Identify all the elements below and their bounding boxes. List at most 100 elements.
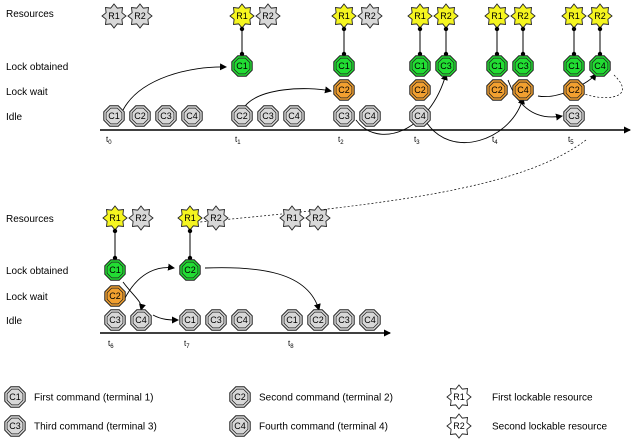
row-label-lock-wait-top: Lock wait — [6, 87, 48, 98]
command-c3-obtained-t4: C3 — [512, 55, 534, 77]
command-c2-idle-t8-label: C2 — [312, 315, 324, 325]
resource-r2-t8-label: R2 — [312, 213, 324, 223]
resource-r1-t2-label: R1 — [338, 11, 350, 21]
lock-link-t6-0-dot-end — [112, 255, 118, 261]
resource-r1-t3: R1 — [407, 3, 433, 29]
resource-r2-t0: R2 — [127, 3, 153, 29]
command-c2-obtained-t7-label: C2 — [184, 265, 196, 275]
resource-r2-t6-label: R2 — [135, 213, 147, 223]
command-c3-idle-t6-label: C3 — [109, 315, 121, 325]
transition-arrow-c3-release — [507, 79, 563, 121]
time-label-t0: t0 — [106, 135, 112, 146]
command-c3-idle-t0: C3 — [155, 105, 177, 127]
legend-r1-icon: R1 — [446, 384, 472, 410]
lock-link-t3-1-dot — [443, 26, 449, 32]
command-c3-obtained-t3: C3 — [435, 55, 457, 77]
resource-r1-t3-label: R1 — [414, 11, 426, 21]
command-c3-obtained-t4-label: C3 — [517, 61, 529, 71]
legend-c3-icon-label: C3 — [9, 421, 21, 431]
lock-link-t2-0-dot-end — [341, 51, 347, 57]
lock-link-t5-1-dot-end — [597, 51, 603, 57]
lock-link-t3-0-dot — [417, 26, 423, 32]
time-label-t7: t7 — [184, 339, 190, 350]
command-c4-idle-t1: C4 — [283, 105, 305, 127]
command-c1-idle-t7-label: C1 — [184, 315, 196, 325]
command-c1-obtained-t1-label: C1 — [236, 61, 248, 71]
lock-link-t5-0-dot — [571, 26, 577, 32]
resource-r2-t3: R2 — [433, 3, 459, 29]
legend-c3-text: Third command (terminal 3) — [34, 422, 157, 433]
command-c2-wait-t4-label: C2 — [491, 85, 503, 95]
resource-r2-t5: R2 — [587, 3, 613, 29]
command-c2-obtained-t7: C2 — [179, 259, 201, 281]
resource-r1-t5-label: R1 — [568, 11, 580, 21]
time-label-t5: t5 — [568, 135, 574, 146]
command-c3-idle-t1: C3 — [257, 105, 279, 127]
row-label-lock-obtained-top: Lock obtained — [6, 62, 68, 73]
command-c1-idle-t8: C1 — [281, 309, 303, 331]
transition-arrow-c4-wait — [424, 97, 525, 144]
legend-c2-text: Second command (terminal 2) — [259, 393, 393, 404]
command-c3-idle-t7: C3 — [205, 309, 227, 331]
lock-link-t6-0-dot — [112, 228, 118, 234]
lock-link-t1-0-dot-end — [239, 51, 245, 57]
transition-arrow-c2-acquire — [124, 263, 175, 299]
command-c2-wait-t5: C2 — [563, 79, 585, 101]
time-label-t3: t3 — [414, 135, 420, 146]
command-c4-idle-t0: C4 — [181, 105, 203, 127]
command-c2-wait-t6: C2 — [104, 285, 126, 307]
resource-r2-t2-label: R2 — [364, 11, 376, 21]
legend-c4-icon: C4 — [229, 415, 251, 437]
resource-r1-t7-label: R1 — [184, 213, 196, 223]
transition-arrow-c2-release — [204, 267, 321, 311]
row-label-resources-bottom: Resources — [6, 214, 54, 225]
command-c2-idle-t1: C2 — [231, 105, 253, 127]
command-c2-idle-t8: C2 — [307, 309, 329, 331]
command-c2-wait-t2: C2 — [333, 79, 355, 101]
command-c4-wait-t4: C4 — [512, 79, 534, 101]
resource-r1-t1: R1 — [229, 3, 255, 29]
row-label-resources-top: Resources — [6, 9, 54, 20]
legend-r1-icon-label: R1 — [453, 392, 465, 402]
command-c3-idle-t7-label: C3 — [210, 315, 222, 325]
command-c4-idle-t2-label: C4 — [364, 111, 376, 121]
command-c3-idle-t5: C3 — [563, 105, 585, 127]
lock-link-t1-0-dot — [239, 26, 245, 32]
resource-r1-t0-label: R1 — [108, 11, 120, 21]
lock-link-t5-1-dot — [597, 26, 603, 32]
command-c4-idle-t8: C4 — [359, 309, 381, 331]
legend-c1-text: First command (terminal 1) — [34, 393, 153, 404]
command-c2-wait-t6-label: C2 — [109, 291, 121, 301]
resource-r2-t1: R2 — [255, 3, 281, 29]
resource-r2-t1-label: R2 — [262, 11, 274, 21]
command-c1-obtained-t6: C1 — [104, 259, 126, 281]
command-c3-idle-t0-label: C3 — [160, 111, 172, 121]
command-c3-idle-t8-label: C3 — [338, 315, 350, 325]
legend-c3-icon: C3 — [4, 415, 26, 437]
lock-link-t4-1-dot-end — [520, 51, 526, 57]
resource-r1-t5: R1 — [561, 3, 587, 29]
legend-c2-icon-label: C2 — [234, 392, 246, 402]
resource-r1-t6-label: R1 — [109, 213, 121, 223]
time-label-t2: t2 — [338, 135, 344, 146]
command-c1-obtained-t2-label: C1 — [338, 61, 350, 71]
command-c2-wait-t5-label: C2 — [568, 85, 580, 95]
row-label-idle-top: Idle — [6, 112, 23, 123]
lock-link-t2-0-dot — [341, 26, 347, 32]
command-c2-idle-t1-label: C2 — [236, 111, 248, 121]
lock-link-t3-0-dot-end — [417, 51, 423, 57]
lock-link-t4-1-dot — [520, 26, 526, 32]
command-c1-obtained-t2: C1 — [333, 55, 355, 77]
transition-arrow-c1-acquire — [122, 63, 227, 111]
command-c4-idle-t8-label: C4 — [364, 315, 376, 325]
command-c4-idle-t0-label: C4 — [186, 111, 198, 121]
command-c4-wait-t4-label: C4 — [517, 85, 529, 95]
legend-c1-icon: C1 — [4, 386, 26, 408]
command-c4-idle-t6: C4 — [130, 309, 152, 331]
row-label-idle-bottom: Idle — [6, 316, 23, 327]
command-c4-obtained-t5: C4 — [589, 55, 611, 77]
lock-link-t4-0-dot-end — [494, 51, 500, 57]
legend-c2-icon: C2 — [229, 386, 251, 408]
command-c4-idle-t2: C4 — [359, 105, 381, 127]
command-c4-idle-t3-label: C4 — [414, 111, 426, 121]
